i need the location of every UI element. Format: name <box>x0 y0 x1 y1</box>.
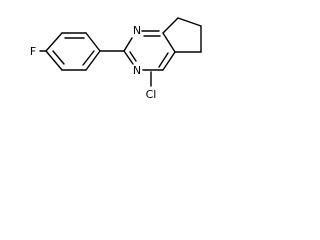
bond <box>85 32 101 52</box>
double-bond <box>129 51 137 62</box>
bond <box>162 51 176 71</box>
bond <box>85 50 101 71</box>
bond <box>45 32 63 52</box>
bond <box>123 37 133 52</box>
chemical-structure: F N N Cl <box>30 17 202 101</box>
nitrogen-atom-label: N <box>133 64 141 77</box>
bond <box>123 50 134 65</box>
bond <box>162 32 176 53</box>
fluorine-atom-label: F <box>30 45 36 58</box>
cyclopentane-ring <box>162 17 202 53</box>
fluorophenyl-ring <box>45 32 101 71</box>
double-bond <box>158 52 169 68</box>
bond <box>45 50 63 71</box>
double-bond <box>82 50 95 66</box>
nitrogen-atom-label: N <box>133 24 141 37</box>
double-bond <box>52 50 65 65</box>
chlorine-atom-label: Cl <box>146 88 157 101</box>
bond <box>162 17 179 34</box>
pyrimidine-ring <box>123 30 176 71</box>
bond <box>177 17 202 27</box>
